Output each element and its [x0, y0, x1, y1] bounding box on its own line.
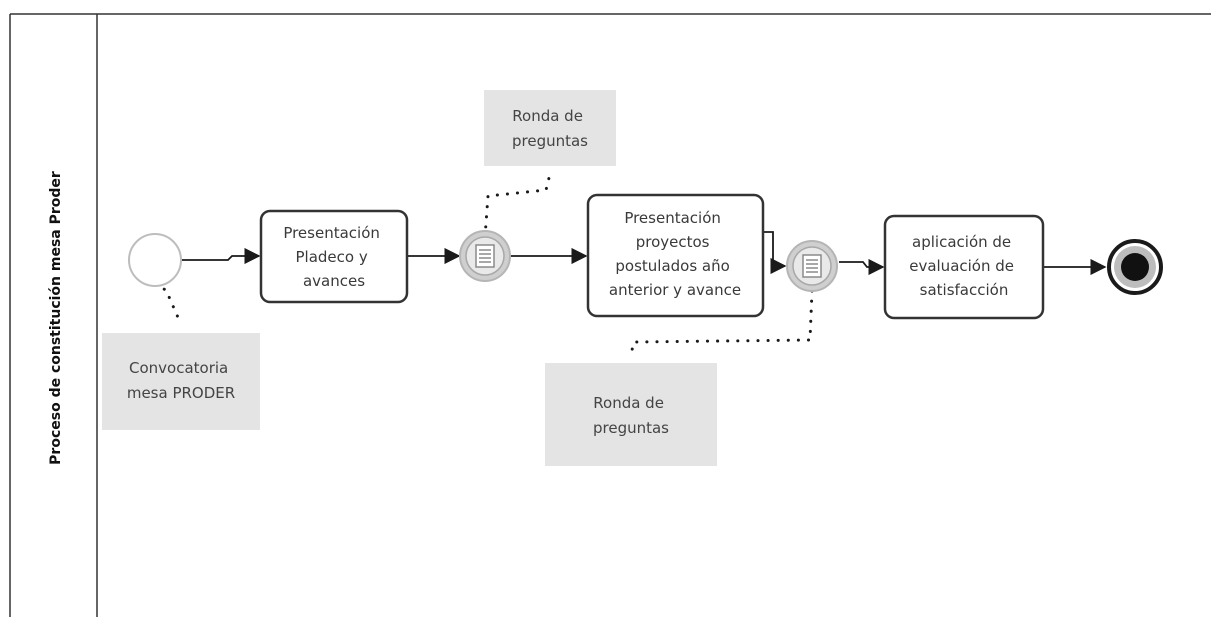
message-list-icon	[802, 254, 822, 278]
task-presentacion-proyectos: Presentación proyectos postulados año an…	[586, 193, 765, 318]
intermediate-event-2	[786, 240, 838, 292]
annotation-ronda-1: Ronda de preguntas	[484, 90, 616, 166]
annotation-convocatoria: Convocatoria mesa PRODER	[102, 333, 260, 430]
annotation-ronda-2-line: Ronda de	[593, 394, 664, 412]
svg-text:aplicación de evaluación: aplicación de evaluación de satisfacción	[909, 233, 1019, 299]
pool-frame	[9, 13, 1211, 617]
intermediate-event-1	[459, 230, 511, 282]
svg-text:Ronda de preguntas: Ronda de preguntas	[593, 394, 669, 437]
svg-text:Ronda de preguntas: Ronda de preguntas	[512, 107, 588, 150]
association-ronda-1	[483, 172, 552, 239]
association-convocatoria	[153, 283, 182, 324]
task-label-line: evaluación de	[909, 257, 1014, 275]
annotation-ronda-2-line: preguntas	[593, 419, 669, 437]
annotation-ronda-1-line: preguntas	[512, 132, 588, 150]
association-ronda-2	[628, 289, 814, 360]
task-label-line: proyectos	[636, 233, 710, 251]
svg-text:Convocatoria mesa PRODER: Convocatoria mesa PRODER	[127, 359, 235, 402]
sequence-flow-4	[763, 231, 787, 275]
task-label-line: avances	[303, 272, 365, 290]
start-event	[128, 233, 182, 287]
end-event	[1107, 239, 1163, 295]
svg-text:Presentación Pladeco y: Presentación Pladeco y avances	[283, 224, 384, 290]
annotation-ronda-2: Ronda de preguntas	[545, 363, 717, 466]
task-label-line: Pladeco y	[295, 248, 367, 266]
sequence-flow-1	[182, 247, 261, 265]
sequence-flow-5	[839, 258, 885, 276]
lane-title: Proceso de constitución mesa Proder	[48, 171, 64, 465]
annotation-convocatoria-line: Convocatoria	[129, 359, 228, 377]
task-presentacion-pladeco: Presentación Pladeco y avances	[259, 209, 409, 304]
svg-text:Presentación proyectos: Presentación proyectos postulados año an…	[609, 209, 741, 299]
task-label-line: Presentación	[624, 209, 721, 227]
task-aplicacion-evaluacion: aplicación de evaluación de satisfacción	[883, 214, 1045, 320]
task-label-line: satisfacción	[920, 281, 1009, 299]
message-list-icon	[475, 244, 495, 268]
task-label-line: aplicación de	[912, 233, 1011, 251]
annotation-convocatoria-line: mesa PRODER	[127, 384, 235, 402]
task-label-line: postulados año	[615, 257, 729, 275]
annotation-ronda-1-line: Ronda de	[512, 107, 583, 125]
task-label-line: anterior y avance	[609, 281, 741, 299]
task-label-line: Presentación	[283, 224, 380, 242]
